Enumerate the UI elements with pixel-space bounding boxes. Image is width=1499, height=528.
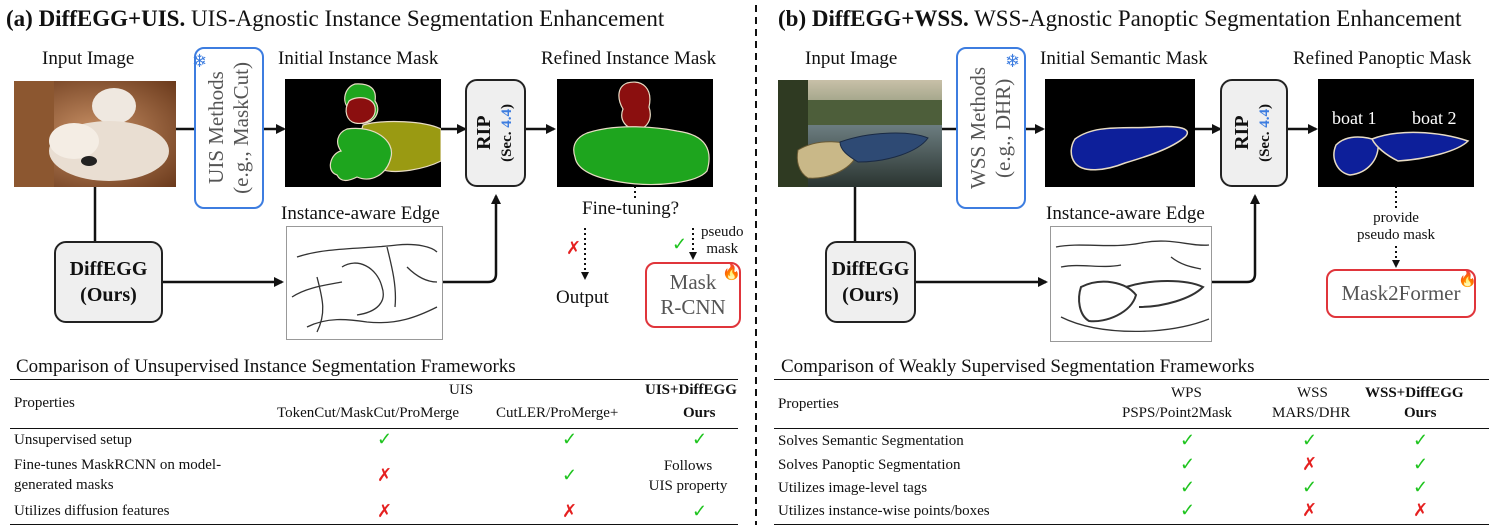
right-row1-col3: ✓ [1413,430,1429,450]
right-row4-col3: ✗ [1413,500,1429,520]
right-row1-label: Solves Semantic Segmentation [778,433,964,449]
left-table-col3: Ours [683,405,716,421]
left-row3-col2: ✗ [562,501,578,521]
initial-instance-mask [285,79,441,187]
right-table-col2: MARS/DHR [1272,405,1351,421]
mask2former-box: Mask2Former [1326,269,1476,318]
left-row3-col1: ✗ [377,501,393,521]
right-row4-col2: ✗ [1302,500,1318,520]
left-input-image-dogs [14,81,176,187]
left-row2-label: Fine-tunes MaskRCNN on model-generated m… [14,457,222,493]
boat-1-label: boat 1 [1332,108,1377,128]
left-no-finetune-cross: ✗ [566,238,582,258]
boat-2-label: boat 2 [1412,108,1457,128]
left-table-col1: TokenCut/MaskCut/ProMerge [277,405,459,421]
left-fire-icon: 🔥 [722,265,741,281]
left-table-uis-header: UIS [449,382,474,398]
left-table-properties-header: Properties [14,395,75,411]
initial-semantic-mask [1045,79,1195,187]
right-row2-col1: ✓ [1180,454,1196,474]
right-table-wss-header: WSS [1297,385,1328,401]
right-row2-label: Solves Panoptic Segmentation [778,457,961,473]
refined-instance-mask [557,79,713,187]
right-row3-col2: ✓ [1302,477,1318,497]
left-output-label: Output [556,287,609,308]
right-table-ours-header: WSS+DiffEGG [1365,385,1464,401]
right-panel-title: (b) DiffEGG+WSS. WSS-Agnostic Panoptic S… [778,6,1462,31]
left-row3-label: Utilizes diffusion features [14,503,170,519]
left-rip-box: RIP(Sec. 4.4) [465,79,526,187]
right-edge-label: Instance-aware Edge [1046,203,1205,224]
right-row1-col1: ✓ [1180,430,1196,450]
uis-methods-box: UIS Methods(e.g., MaskCut) [194,47,264,209]
right-table-title: Comparison of Weakly Supervised Segmenta… [781,356,1255,377]
right-row3-label: Utilizes image-level tags [778,480,928,496]
right-row3-col1: ✓ [1180,477,1196,497]
left-row3-col3: ✓ [692,501,708,521]
left-table-col2: CutLER/ProMerge+ [496,405,619,421]
left-row2-col2: ✓ [562,465,578,485]
right-snowflake-icon: ❄ [1005,51,1021,71]
refined-panoptic-mask [1318,79,1474,187]
left-row1-col1: ✓ [377,429,393,449]
right-fire-icon: 🔥 [1458,272,1477,288]
left-row1-col2: ✓ [562,429,578,449]
left-row1-col3: ✓ [692,429,708,449]
right-row3-col3: ✓ [1413,477,1429,497]
snowflake-icon: ❄ [192,51,208,71]
right-table-col3: Ours [1404,405,1437,421]
left-instance-aware-edge [286,226,443,340]
right-row4-label: Utilizes instance-wise points/boxes [778,503,990,519]
right-initial-mask-label: Initial Semantic Mask [1040,48,1208,69]
right-row2-col2: ✗ [1302,454,1318,474]
right-row1-col2: ✓ [1302,430,1318,450]
right-input-image-label: Input Image [805,48,898,69]
right-instance-aware-edge [1050,226,1212,342]
right-table-col1: PSPS/Point2Mask [1122,405,1233,421]
right-diffegg-box: DiffEGG(Ours) [825,241,916,323]
right-table-wps-header: WPS [1171,385,1202,401]
right-row2-col3: ✓ [1413,454,1429,474]
left-initial-mask-label: Initial Instance Mask [278,48,439,69]
wss-methods-box: WSS Methods(e.g., DHR) [956,47,1026,209]
fine-tuning-question: Fine-tuning? [582,198,680,219]
left-panel-title: (a) DiffEGG+UIS. UIS-Agnostic Instance S… [6,6,665,31]
left-finetune-check: ✓ [672,234,688,254]
right-table-properties-header: Properties [778,396,839,412]
left-edge-label: Instance-aware Edge [281,203,440,224]
left-refined-mask-label: Refined Instance Mask [541,48,717,69]
left-table-title: Comparison of Unsupervised Instance Segm… [16,356,516,377]
left-table-ours-header: UIS+DiffEGG [645,382,737,398]
right-rip-box: RIP(Sec. 4.4) [1220,79,1288,187]
right-refined-mask-label: Refined Panoptic Mask [1293,48,1472,69]
right-row4-col1: ✓ [1180,500,1196,520]
right-input-image-boats [778,80,942,187]
left-row1-label: Unsupervised setup [14,432,132,448]
left-row2-col1: ✗ [377,465,393,485]
left-diffegg-box: DiffEGG(Ours) [54,241,163,323]
left-input-image-label: Input Image [42,48,135,69]
